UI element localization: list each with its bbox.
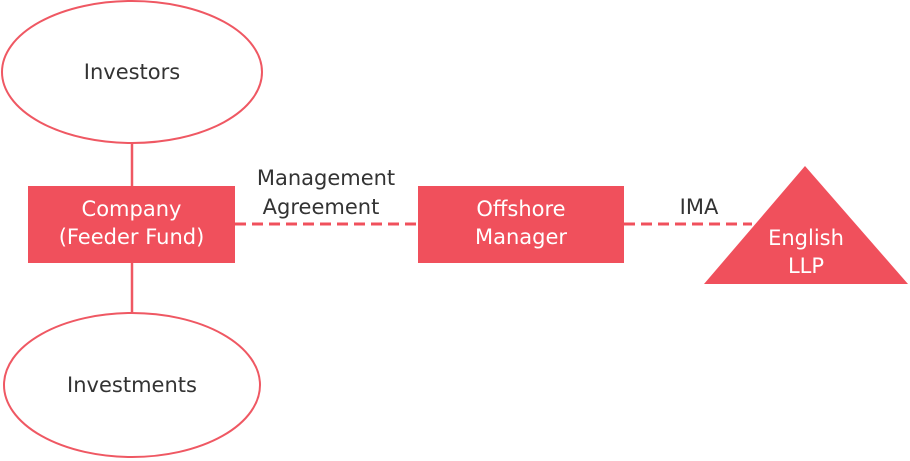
company-label-line1: Company bbox=[82, 197, 182, 221]
offshore-manager-node bbox=[418, 186, 624, 263]
offshore-manager-label-line2: Manager bbox=[475, 225, 567, 249]
management-agreement-label-line1: Management bbox=[257, 166, 395, 190]
ima-label: IMA bbox=[680, 195, 719, 219]
company-label-line2: (Feeder Fund) bbox=[59, 225, 205, 249]
management-agreement-label-line2: Agreement bbox=[263, 195, 380, 219]
english-llp-label-line2: LLP bbox=[788, 254, 824, 278]
investments-label: Investments bbox=[67, 373, 197, 397]
company-node bbox=[28, 186, 235, 263]
english-llp-node bbox=[704, 166, 908, 284]
english-llp-label-line1: English bbox=[768, 226, 844, 250]
investors-node bbox=[1, 0, 263, 144]
investors-label: Investors bbox=[84, 60, 180, 84]
investments-node bbox=[3, 312, 261, 458]
offshore-manager-label-line1: Offshore bbox=[476, 197, 565, 221]
